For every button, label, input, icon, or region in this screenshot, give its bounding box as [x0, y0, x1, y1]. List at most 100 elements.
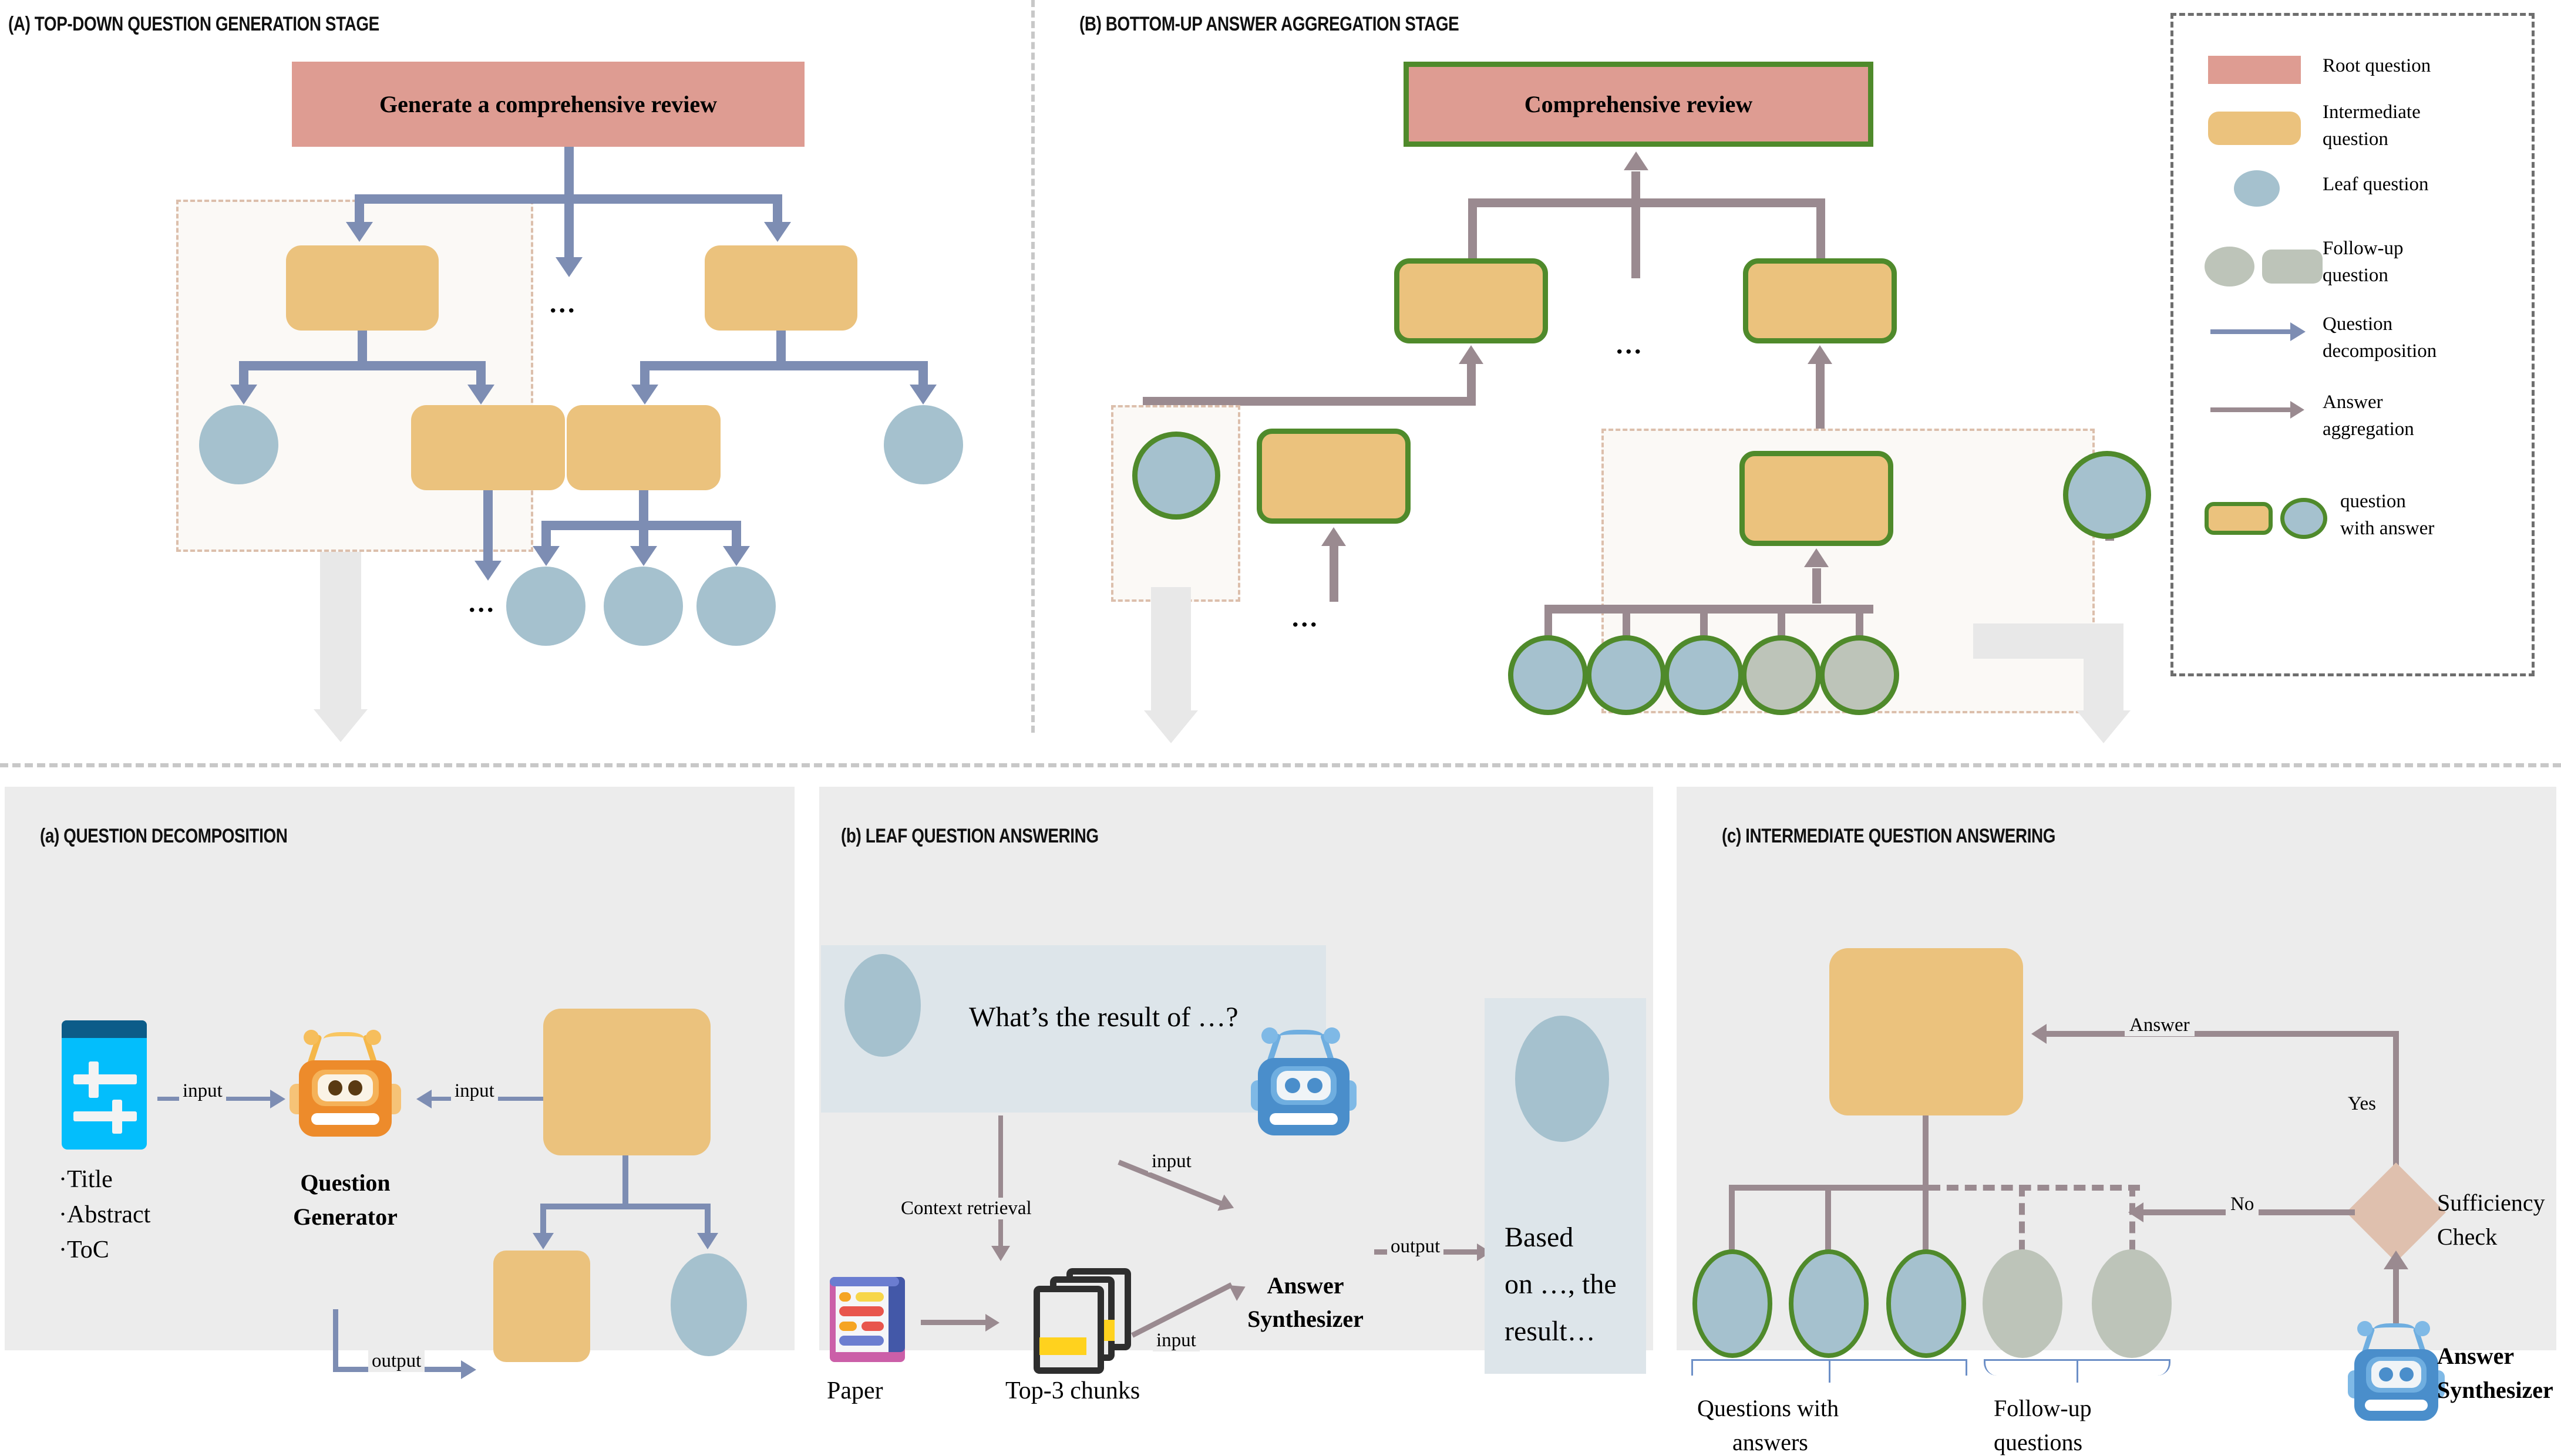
- stage-b-intermediate-l1-right[interactable]: [1743, 258, 1897, 343]
- paper-icon: [830, 1277, 905, 1362]
- label-a-input-right: input: [451, 1080, 498, 1102]
- legend-swatch-followup-rect: [2262, 250, 2323, 284]
- arrowhead-l2right-1: [533, 546, 560, 566]
- stage-a-intermediate-l2-right[interactable]: [567, 405, 721, 490]
- stage-b-leaf-a1[interactable]: [1508, 635, 1588, 715]
- stage-a-leaf-3[interactable]: [506, 567, 585, 646]
- panel-c-answered-leaf-1[interactable]: [1692, 1249, 1772, 1358]
- stage-b-leaf-a3[interactable]: [1664, 635, 1744, 715]
- arrowhead-b-l2left: [1321, 527, 1346, 546]
- arrowhead-root-mid: [556, 257, 583, 277]
- question-generator-robot-icon: [290, 1030, 401, 1150]
- chunks-documents-icon: [1034, 1268, 1131, 1374]
- arrowhead-l1right-left: [631, 385, 658, 405]
- legend-swatch-intermediate: [2208, 112, 2301, 145]
- legend-swatch-root: [2208, 56, 2301, 84]
- arrowhead-c-no: [2128, 1202, 2143, 1222]
- connector-b-leafdrop-2: [1623, 605, 1630, 641]
- connector-l1right-trunk: [776, 331, 786, 366]
- stage-b-leaf-right[interactable]: [2063, 451, 2151, 539]
- question-generator-label-1: Question: [300, 1169, 391, 1196]
- legend-arrowhead-aggregation: [2290, 401, 2304, 419]
- stage-b-intermediate-l2-right[interactable]: [1739, 451, 1893, 546]
- arrowhead-a-child-right: [697, 1233, 718, 1249]
- stage-b-root-node[interactable]: Comprehensive review: [1404, 62, 1873, 147]
- connector-root-trunk: [564, 147, 574, 200]
- connector-b-paper-to-chunks: [921, 1320, 988, 1325]
- connector-l1left-rdrop: [476, 361, 486, 387]
- arrowhead-b-l2right: [1804, 548, 1829, 567]
- label-a-output: output: [368, 1350, 425, 1372]
- panel-c-answered-leaf-3[interactable]: [1886, 1249, 1966, 1358]
- stage-a-intermediate-l1-right[interactable]: [705, 245, 857, 331]
- connector-b-l2left-rise: [1330, 546, 1338, 602]
- panel-b-title: (b) LEAF QUESTION ANSWERING: [841, 825, 1099, 847]
- stage-b-followup-2[interactable]: [1819, 635, 1899, 715]
- connector-b-leafdrop-5: [1856, 605, 1863, 641]
- panel-c-followup-leaf-1[interactable]: [1983, 1249, 2062, 1358]
- flow-arrow-b-head: [1144, 710, 1198, 743]
- stage-b-intermediate-l2-left[interactable]: [1257, 429, 1411, 524]
- stage-a-leaf-2[interactable]: [884, 405, 963, 484]
- connector-a-parent-trunk: [622, 1155, 628, 1208]
- label-b-chunks: Top-3 chunks: [1005, 1377, 1140, 1404]
- stage-b-leaf-a2[interactable]: [1586, 635, 1666, 715]
- leaf-question-circle[interactable]: [844, 954, 921, 1057]
- arrowhead-root-left: [346, 222, 373, 242]
- connector-a-parent-ldrop: [540, 1204, 546, 1236]
- brace-answered-tick: [1829, 1359, 1830, 1383]
- connector-b-root-rrise: [1816, 198, 1825, 260]
- connector-b-l1left-rise: [1467, 364, 1476, 405]
- stage-a-root-label: Generate a comprehensive review: [379, 91, 718, 117]
- stage-b-intermediate-l1-left[interactable]: [1394, 258, 1548, 343]
- panel-c-answered-leaf-2[interactable]: [1789, 1249, 1869, 1358]
- panel-c-followup-leaf-2[interactable]: [2092, 1249, 2172, 1358]
- connector-b-leafdrop-1: [1544, 605, 1552, 641]
- connector-l2right-d1: [541, 521, 551, 549]
- answer-synthesizer-label-b-2: Synthesizer: [1247, 1306, 1364, 1332]
- panel-a-child-intermediate[interactable]: [493, 1251, 590, 1362]
- stage-b-leaf-left[interactable]: [1132, 432, 1220, 520]
- connector-l2left-down: [483, 490, 493, 564]
- arrowhead-b-context: [991, 1246, 1010, 1261]
- arrowhead-b-l1left: [1459, 345, 1483, 364]
- arrowhead-l1right-right: [910, 385, 937, 405]
- legend-arrow-aggregation: [2210, 407, 2293, 412]
- connector-l1left-trunk: [358, 331, 367, 366]
- legend-label-aggregation-2: aggregation: [2323, 419, 2414, 440]
- label-b-input-bottom: input: [1153, 1330, 1200, 1351]
- label-c-sufficiency-1: Sufficiency: [2437, 1189, 2545, 1216]
- answer-synthesizer-label-b-1: Answer: [1267, 1272, 1344, 1299]
- label-c-no: No: [2226, 1194, 2259, 1215]
- arrowhead-l2right-2: [630, 546, 657, 566]
- arrowhead-c-robot-to-diamond: [2384, 1251, 2408, 1269]
- flow-arrow-c-shaft-v: [2084, 623, 2123, 712]
- connector-root-mid-drop: [564, 194, 574, 260]
- stage-a-intermediate-l2-left[interactable]: [411, 405, 565, 490]
- label-c-yes: Yes: [2343, 1093, 2381, 1115]
- panel-c-parent-node[interactable]: [1829, 948, 2023, 1115]
- panel-a-parent-node[interactable]: [543, 1009, 711, 1155]
- flow-arrow-a-head: [314, 709, 368, 742]
- answer-synthesizer-robot-icon-c: [2348, 1321, 2445, 1427]
- stage-a-leaf-4[interactable]: [604, 567, 683, 646]
- stage-a-leaf-5[interactable]: [696, 567, 776, 646]
- stage-b-followup-1[interactable]: [1741, 635, 1821, 715]
- stage-a-root-node[interactable]: Generate a comprehensive review: [292, 62, 805, 147]
- connector-c-drop-2: [1825, 1185, 1831, 1270]
- label-a-input-left: input: [179, 1080, 226, 1102]
- stage-a-intermediate-l1-left[interactable]: [286, 245, 439, 331]
- stage-a-leaf-1[interactable]: [199, 405, 278, 484]
- question-generator-label-2: Generator: [293, 1204, 398, 1230]
- flow-arrow-a-shaft: [320, 552, 361, 710]
- stage-b-ellipsis-left: ...: [1292, 602, 1320, 632]
- connector-l2right-d3: [732, 521, 741, 549]
- connector-a-output-vert: [333, 1309, 338, 1371]
- connector-c-dashed-drop-1: [2019, 1185, 2025, 1270]
- leaf-question-text: What’s the result of …?: [969, 1002, 1239, 1033]
- legend-swatch-leaf: [2234, 170, 2280, 207]
- connector-c-dashed-drop-2: [2129, 1185, 2135, 1270]
- arrowhead-c-answer: [2031, 1024, 2047, 1044]
- panel-a-child-leaf[interactable]: [671, 1253, 747, 1356]
- flow-arrow-b-shaft: [1151, 587, 1191, 712]
